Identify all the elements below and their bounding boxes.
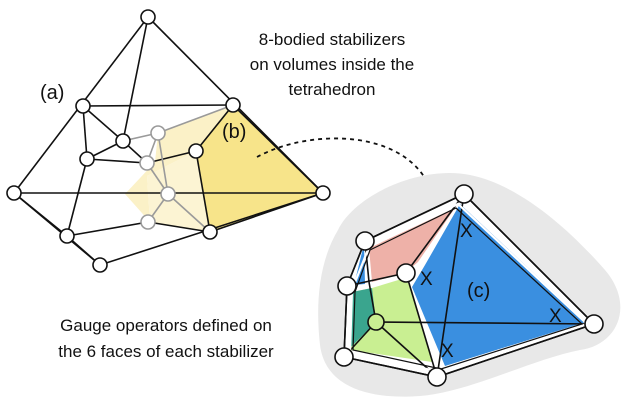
vertex: [92, 257, 108, 273]
vertex: [188, 143, 204, 159]
hidden-vertex: [140, 214, 156, 230]
x-label: X: [420, 269, 433, 290]
hidden-vertex: [150, 125, 166, 141]
vertex: [355, 231, 375, 251]
top-caption-line-2: on volumes inside the: [250, 55, 414, 74]
face-blue-left: [354, 244, 365, 285]
face-teal: [350, 288, 376, 348]
x-label: X: [460, 221, 473, 242]
face-blue: [412, 204, 586, 366]
vertex: [427, 367, 447, 387]
vertex: [396, 263, 416, 283]
vertex: [202, 224, 218, 240]
label-b: (b): [222, 121, 246, 143]
vertex: [75, 98, 91, 114]
x-label: X: [549, 306, 562, 327]
inner-volume-face-lower: [147, 151, 210, 232]
top-caption-line-3: tetrahedron: [289, 80, 376, 99]
vertex: [59, 228, 75, 244]
bottom-caption-line-2: the 6 faces of each stabilizer: [58, 342, 274, 361]
inner-volume-face: [125, 105, 233, 222]
vertex: [315, 185, 331, 201]
hidden-vertex: [160, 186, 176, 202]
vertex: [79, 151, 95, 167]
x-label: X: [441, 341, 454, 362]
vertex: [337, 276, 357, 296]
face-b: [196, 105, 323, 232]
bottom-caption-line-1: Gauge operators defined on: [60, 316, 272, 335]
tetrahedron-figure: (a) (b): [6, 9, 331, 273]
hidden-vertex: [139, 155, 155, 171]
vertex: [115, 133, 131, 149]
vertex: [225, 97, 241, 113]
vertex: [454, 184, 474, 204]
hidden-vertex: [367, 313, 385, 331]
top-caption: 8-bodied stabilizers on volumes inside t…: [250, 30, 414, 99]
label-a: (a): [40, 82, 64, 104]
vertex: [140, 9, 156, 25]
bottom-caption: Gauge operators defined on the 6 faces o…: [58, 316, 274, 361]
stabilizer-figure: X X X X (c): [318, 173, 621, 397]
vertex: [584, 314, 604, 334]
vertex: [6, 185, 22, 201]
vertex: [334, 347, 354, 367]
top-caption-line-1: 8-bodied stabilizers: [259, 30, 405, 49]
face-red: [369, 208, 455, 282]
label-c: (c): [467, 280, 490, 302]
